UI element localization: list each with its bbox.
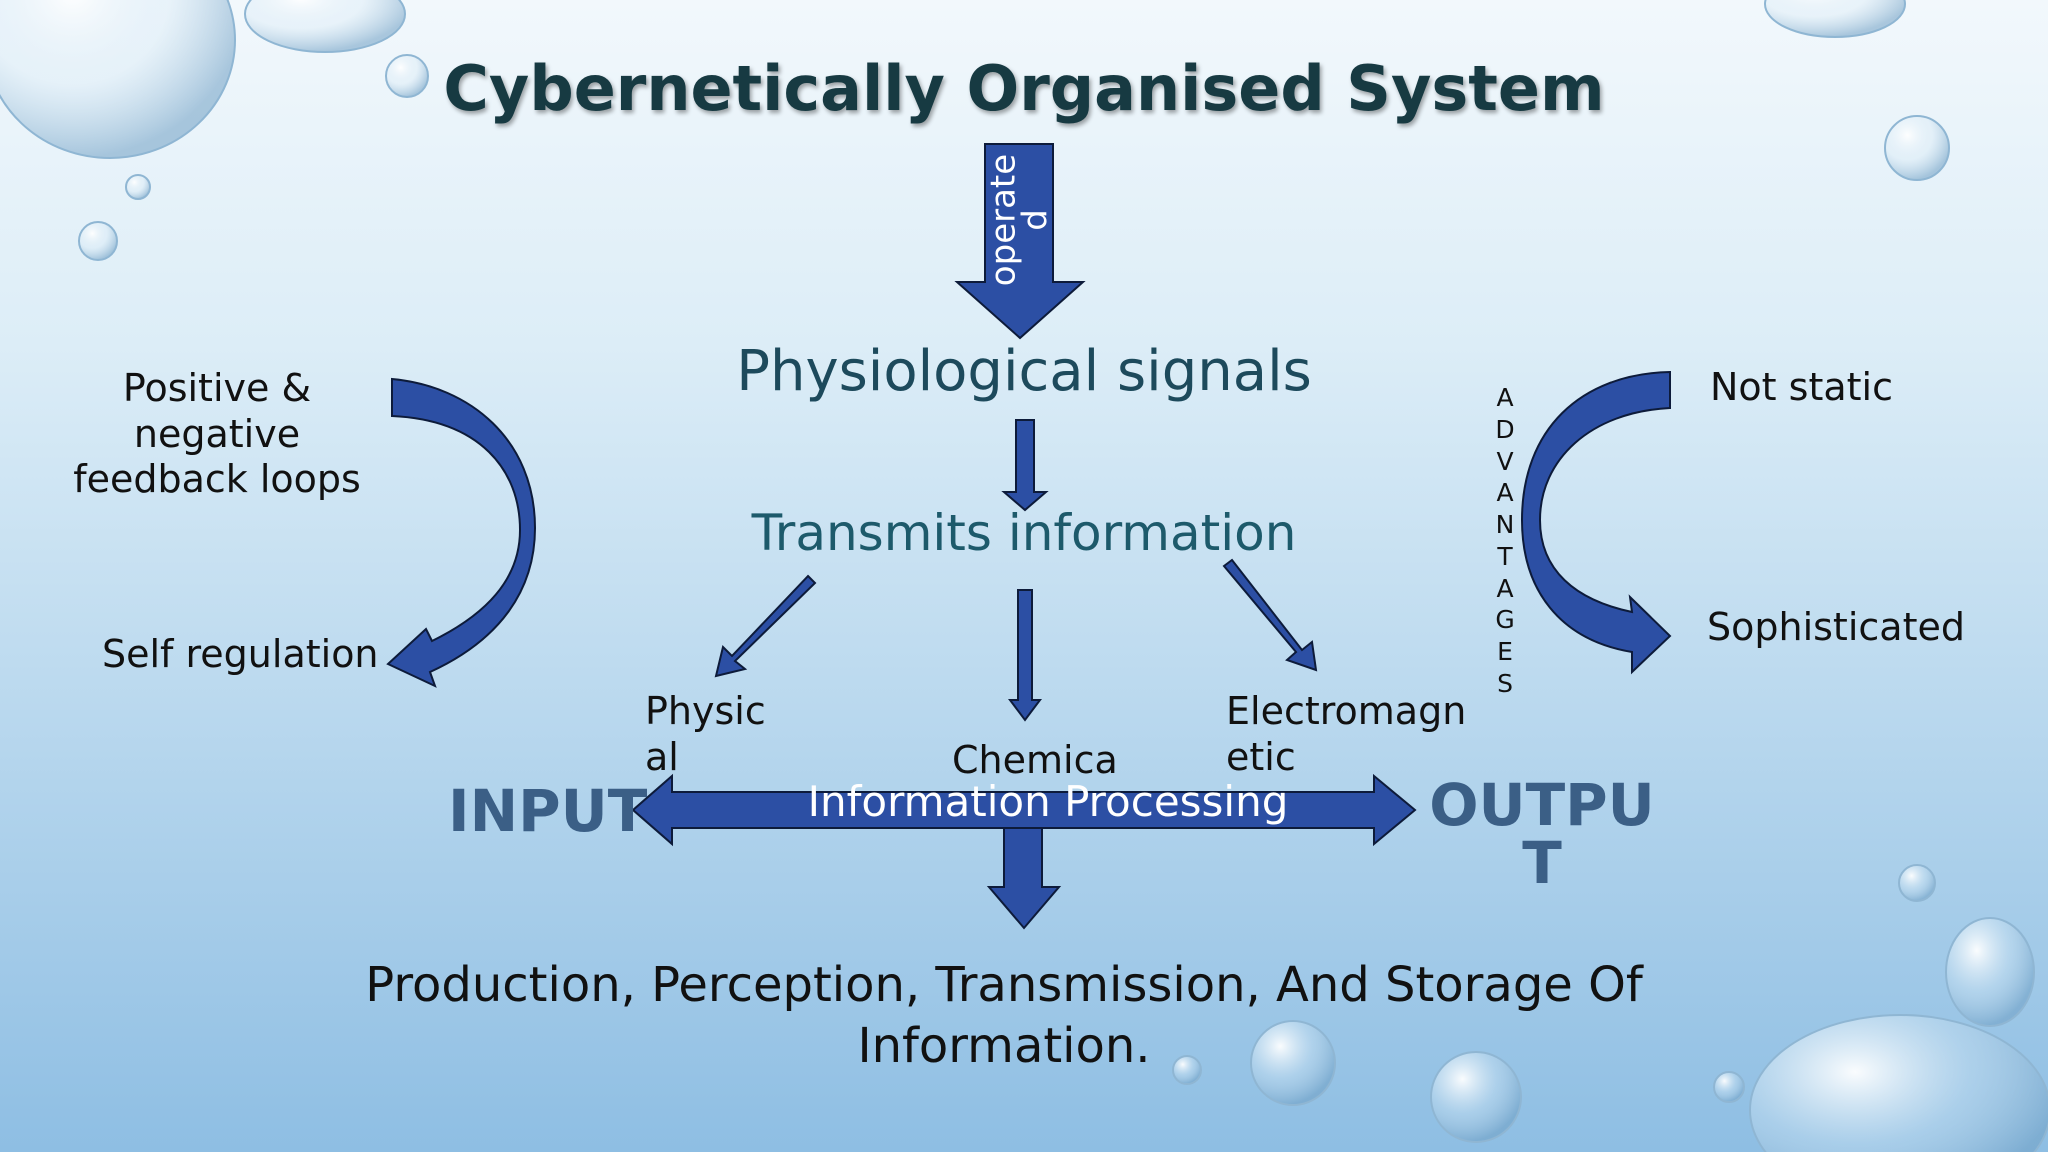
not-static-label: Not static xyxy=(1710,365,1893,409)
down-arrow-signals xyxy=(1001,419,1049,512)
transmits-information-label: Transmits information xyxy=(751,504,1297,562)
droplet xyxy=(0,0,236,159)
physical-label: Physic al xyxy=(645,689,766,779)
sophisticated-label: Sophisticated xyxy=(1707,605,1965,649)
advantages-label: A D V A N T A G E S xyxy=(1495,383,1515,698)
chemical-label: Chemica xyxy=(952,738,1118,782)
double-arrow-information-processing xyxy=(631,773,1417,847)
droplet xyxy=(1430,1051,1522,1143)
droplet xyxy=(78,221,118,261)
electromagnetic-label: Electromagn etic xyxy=(1226,689,1467,779)
droplet xyxy=(244,0,406,53)
self-regulation-label: Self regulation xyxy=(102,632,379,676)
curved-arrow-feedback xyxy=(386,377,537,688)
droplet xyxy=(1250,1020,1336,1106)
feedback-loops-label: Positive & negative feedback loops xyxy=(73,366,361,502)
droplet xyxy=(1945,917,2035,1027)
down-arrow-chemical xyxy=(1008,589,1042,722)
operated-label: operate d xyxy=(983,153,1056,287)
droplet xyxy=(1172,1055,1202,1085)
droplet xyxy=(1884,115,1950,181)
down-arrow-operated xyxy=(954,143,1086,340)
diagonal-arrow-electromagnetic xyxy=(1222,558,1318,672)
physiological-signals-label: Physiological signals xyxy=(736,339,1312,404)
output-label: OUTPU T xyxy=(1429,771,1655,897)
input-label: INPUT xyxy=(448,777,648,845)
down-arrow-processing xyxy=(986,827,1062,930)
droplet xyxy=(125,174,151,200)
slide-title: Cybernetically Organised System xyxy=(443,52,1605,125)
information-processing-label: Information Processing xyxy=(807,777,1289,826)
droplet xyxy=(1898,864,1936,902)
curved-arrow-advantages xyxy=(1520,370,1672,675)
diagonal-arrow-physical xyxy=(714,574,817,678)
footer-text: Production, Perception, Transmission, An… xyxy=(365,957,1643,1075)
droplet xyxy=(385,54,429,98)
droplet xyxy=(1713,1071,1745,1103)
droplet xyxy=(1749,1014,2048,1152)
droplet xyxy=(1764,0,1906,38)
